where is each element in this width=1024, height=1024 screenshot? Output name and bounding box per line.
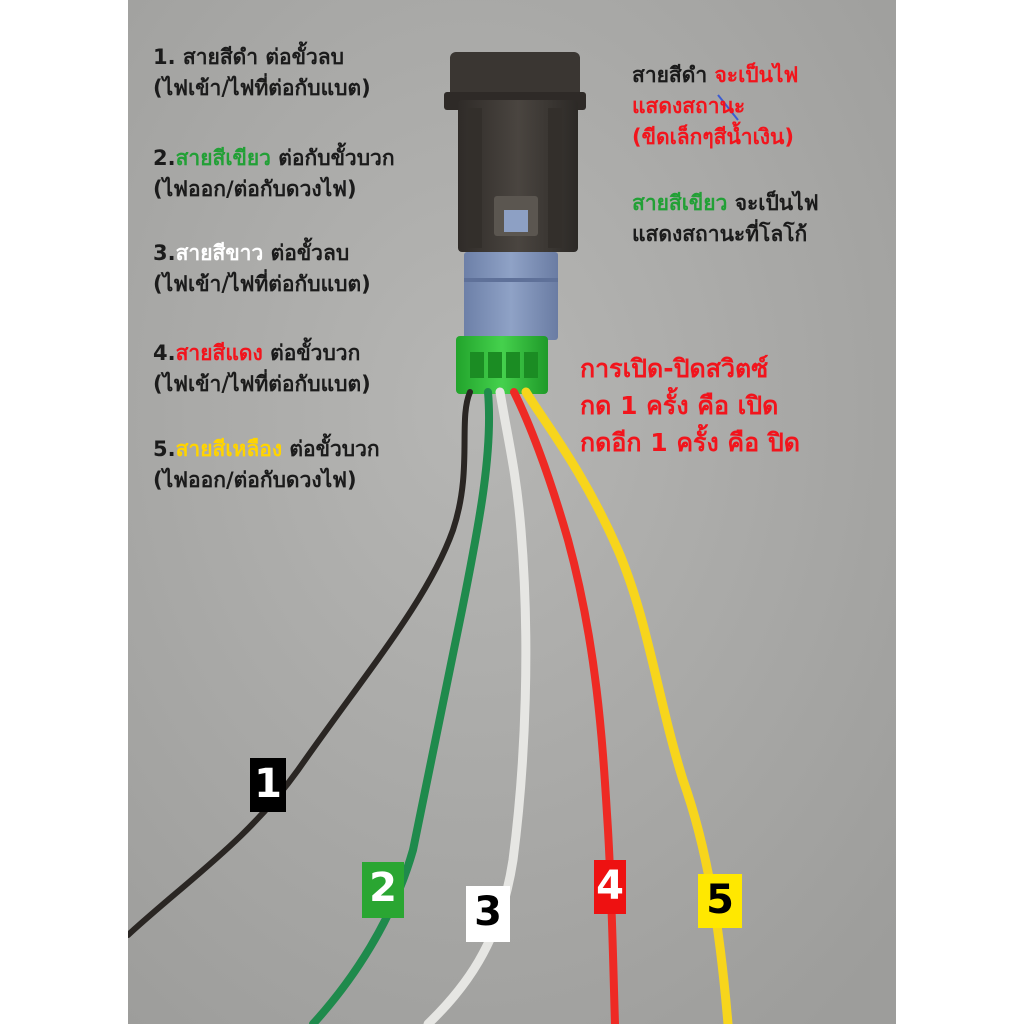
legend-wire-name: สายสีขาว: [175, 241, 264, 265]
wire-red: [510, 388, 619, 1024]
note-text: แสดงสถานะที่โลโก้: [632, 222, 808, 246]
legend-item-3: 3.สายสีขาว ต่อขั้วลบ (ไฟเข้า/ไฟที่ต่อกับ…: [153, 238, 371, 300]
black-wire-note: สายสีดำ จะเป็นไฟ แสดงสถานะ (ขีดเล็กๆสีน้…: [632, 60, 798, 153]
legend-item-4: 4.สายสีแดง ต่อขั้วบวก (ไฟเข้า/ไฟที่ต่อกั…: [153, 338, 371, 400]
note-wire-name: สายสีเขียว: [632, 191, 728, 215]
wiring-photo: [128, 0, 896, 1024]
legend-number: 2.: [153, 146, 176, 170]
legend-connection: ต่อขั้วลบ: [265, 45, 344, 69]
legend-wire-name: สายสีเขียว: [175, 146, 271, 170]
green-wire-note: สายสีเขียว จะเป็นไฟ แสดงสถานะที่โลโก้: [632, 188, 819, 250]
legend-item-1: 1. สายสีดำ ต่อขั้วลบ (ไฟเข้า/ไฟที่ต่อกับ…: [153, 42, 371, 104]
legend-wire-name: สายสีแดง: [175, 341, 263, 365]
legend-number: 5.: [153, 437, 176, 461]
legend-connection: ต่อกับขั้วบวก: [278, 146, 395, 170]
wire-white: [423, 387, 531, 1024]
wire-green: [309, 388, 494, 1024]
wire-tag-3: 3: [466, 886, 510, 942]
wire-tag-5: 5: [698, 874, 742, 928]
blue-connector: [464, 252, 558, 340]
green-plug: [456, 336, 548, 394]
legend-item-5: 5.สายสีเหลือง ต่อขั้วบวก (ไฟออก/ต่อกับดว…: [153, 434, 380, 496]
blue-status-mark: [717, 94, 739, 121]
wire-tag-4: 4: [594, 860, 626, 914]
legend-number: 4.: [153, 341, 176, 365]
note-text: กดอีก 1 ครั้ง คือ ปิด: [580, 428, 800, 457]
legend-number: 3.: [153, 241, 176, 265]
legend-connection: ต่อขั้วลบ: [270, 241, 350, 265]
legend-item-2: 2.สายสีเขียว ต่อกับขั้วบวก (ไฟออก/ต่อกับ…: [153, 143, 395, 205]
legend-number: 1.: [153, 45, 176, 69]
note-text: จะเป็นไฟ: [714, 63, 799, 87]
switch-body: [444, 52, 586, 252]
switch-operation-note: การเปิด-ปิดสวิตซ์ กด 1 ครั้ง คือ เปิด กด…: [580, 350, 800, 461]
legend-note: (ไฟเข้า/ไฟที่ต่อกับแบต): [153, 76, 371, 100]
legend-wire-name: สายสีดำ: [182, 45, 259, 69]
legend-connection: ต่อขั้วบวก: [270, 341, 361, 365]
wires: [128, 387, 733, 1024]
legend-note: (ไฟเข้า/ไฟที่ต่อกับแบต): [153, 372, 371, 396]
wire-black: [128, 389, 473, 938]
wire-tag-1: 1: [250, 758, 286, 812]
note-text: กด 1 ครั้ง คือ เปิด: [580, 391, 779, 420]
note-text: จะเป็นไฟ: [734, 191, 819, 215]
note-text: การเปิด-ปิดสวิตซ์: [580, 354, 769, 383]
note-wire-name: สายสีดำ: [632, 63, 708, 87]
legend-note: (ไฟเข้า/ไฟที่ต่อกับแบต): [153, 272, 371, 296]
note-text: (ขีดเล็กๆสีน้ำเงิน): [632, 125, 794, 149]
wire-tag-2: 2: [362, 862, 404, 918]
legend-wire-name: สายสีเหลือง: [175, 437, 283, 461]
legend-note: (ไฟออก/ต่อกับดวงไฟ): [153, 468, 357, 492]
legend-connection: ต่อขั้วบวก: [289, 437, 380, 461]
note-text: แสดงสถานะ: [632, 94, 746, 118]
legend-note: (ไฟออก/ต่อกับดวงไฟ): [153, 177, 357, 201]
